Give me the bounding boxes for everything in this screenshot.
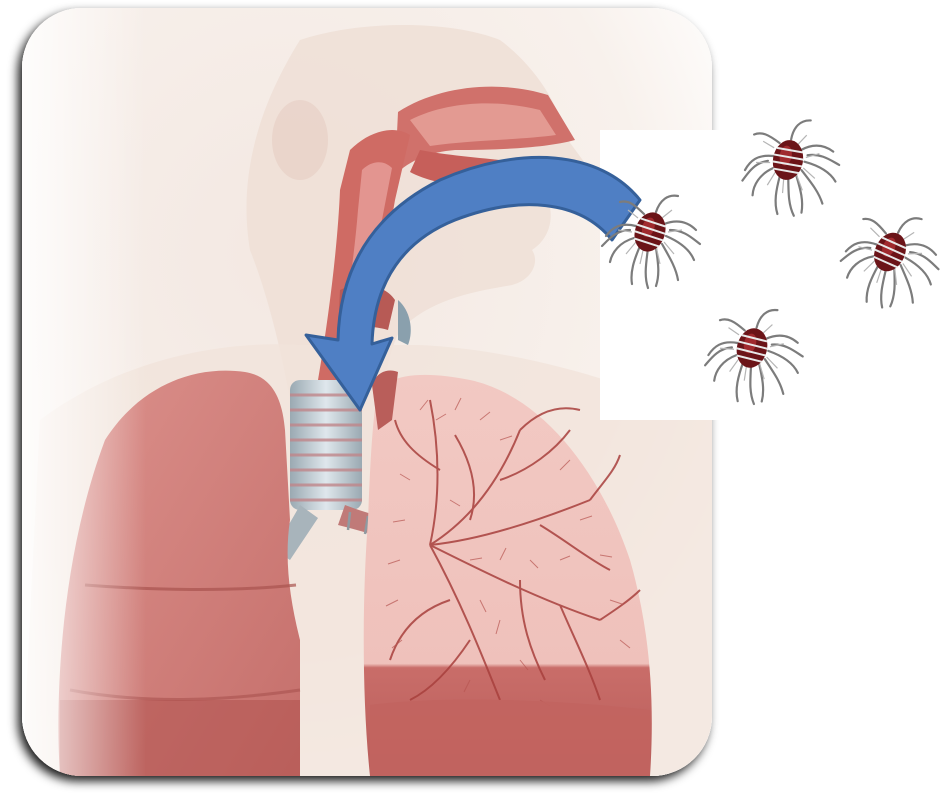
airborne-pathogen-icon	[836, 211, 940, 313]
pathogen-panel	[600, 130, 720, 420]
airborne-pathogen-icon	[735, 117, 845, 222]
